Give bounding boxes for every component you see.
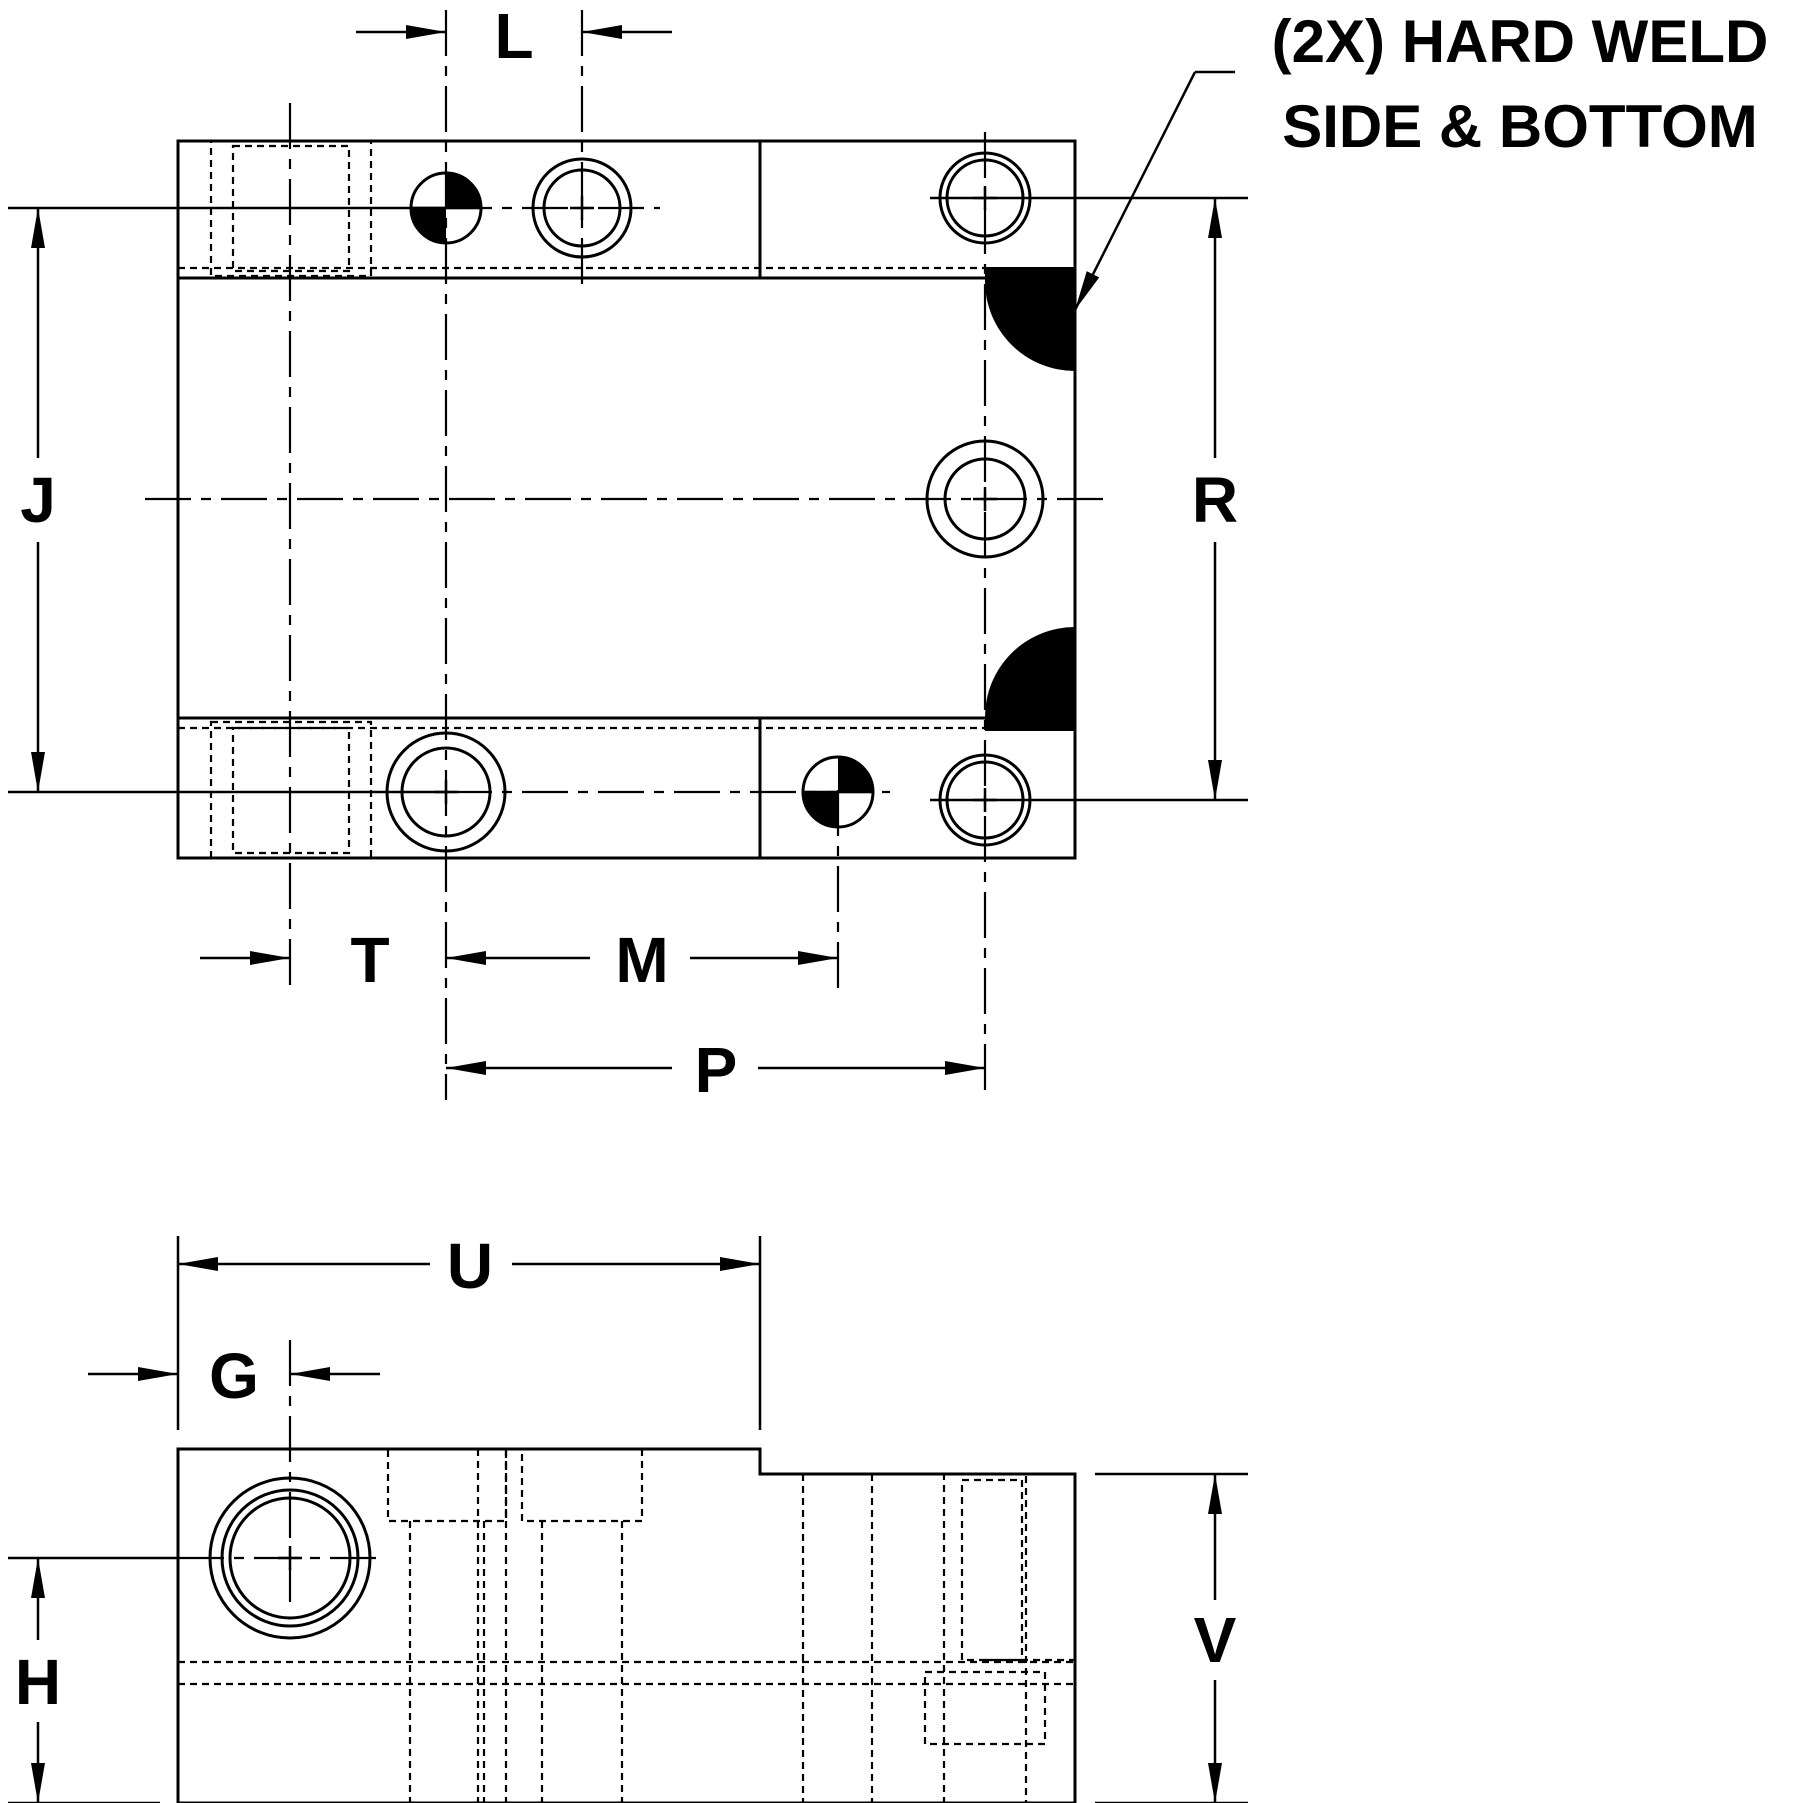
dimension-r: R bbox=[1192, 198, 1238, 800]
hidden-counterbore-a bbox=[386, 1447, 508, 1523]
hidden-bore-lower-outer bbox=[209, 720, 373, 860]
hard-weld-lower bbox=[985, 627, 1075, 731]
counterbore-hole-top-right bbox=[938, 151, 1032, 245]
hidden-counterbore-b bbox=[520, 1447, 644, 1523]
dim-label-j: J bbox=[20, 464, 56, 536]
counterbore-hole-top-middle bbox=[531, 157, 633, 259]
dim-label-g: G bbox=[209, 1340, 259, 1412]
dimension-h: H bbox=[15, 1558, 61, 1803]
dimension-t: T bbox=[200, 924, 390, 996]
dimension-l: L bbox=[356, 0, 672, 72]
dim-label-h: H bbox=[15, 1646, 61, 1718]
front-view bbox=[8, 1236, 1248, 1803]
dim-label-v: V bbox=[1194, 1604, 1237, 1676]
side-port-hole bbox=[208, 1476, 372, 1640]
dowel-pin-top-icon bbox=[409, 171, 483, 245]
note-line-2: SIDE & BOTTOM bbox=[1282, 93, 1758, 160]
counterbore-hole-bottom-right bbox=[938, 753, 1032, 847]
hidden-bore-right-outer bbox=[942, 1472, 1028, 1803]
counterbore-hole-center-right bbox=[925, 439, 1045, 559]
dim-label-t: T bbox=[350, 924, 389, 996]
hard-weld-note: (2X) HARD WELD SIDE & BOTTOM bbox=[1073, 8, 1769, 311]
hard-weld-upper bbox=[985, 267, 1075, 371]
hidden-bore-right-upper bbox=[960, 1478, 1024, 1662]
hidden-bore-right-lower bbox=[923, 1670, 1047, 1746]
leader-arrow bbox=[1073, 71, 1197, 311]
top-view bbox=[8, 10, 1248, 1100]
dimension-m: M bbox=[446, 924, 838, 996]
front-view-outline bbox=[176, 1447, 1077, 1803]
dimension-u: U bbox=[178, 1230, 760, 1302]
dimension-v: V bbox=[1194, 1474, 1237, 1803]
dowel-pin-bottom-icon bbox=[801, 755, 875, 829]
note-line-1: (2X) HARD WELD bbox=[1272, 8, 1769, 75]
dim-label-p: P bbox=[695, 1034, 738, 1106]
dimension-g: G bbox=[88, 1340, 380, 1412]
counterbore-hole-bottom-left bbox=[385, 731, 507, 853]
dim-label-r: R bbox=[1192, 464, 1238, 536]
dim-label-m: M bbox=[615, 924, 668, 996]
dim-label-l: L bbox=[494, 0, 533, 72]
dimension-p: P bbox=[446, 1034, 985, 1106]
dimension-j: J bbox=[20, 208, 56, 792]
dim-label-u: U bbox=[447, 1230, 493, 1302]
